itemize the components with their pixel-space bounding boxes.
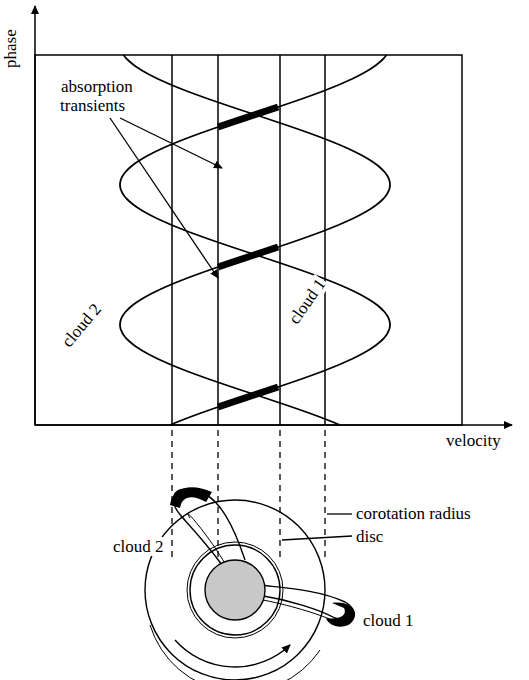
cloud-label: cloud 1 <box>362 612 415 631</box>
circle-label: corotation radius <box>355 505 472 524</box>
axis-label: velocity <box>445 432 502 451</box>
callout-label: absorption transients <box>60 78 170 115</box>
absorption-transient <box>218 107 278 407</box>
curve-label: cloud 2 <box>58 300 106 352</box>
plot-frame <box>35 55 462 425</box>
absorption-transient <box>218 247 278 267</box>
curve-label: cloud 1 <box>285 275 330 329</box>
circle-label: disc <box>355 528 384 547</box>
cloud-label: cloud 2 <box>112 538 165 557</box>
leader-lines <box>110 118 352 540</box>
axis-label: phase <box>2 28 21 69</box>
velocity-lines <box>172 55 325 425</box>
cloud-curves <box>120 55 390 425</box>
cloud-curve <box>120 55 390 425</box>
star-system <box>145 487 355 680</box>
cloud-curve <box>120 55 390 425</box>
